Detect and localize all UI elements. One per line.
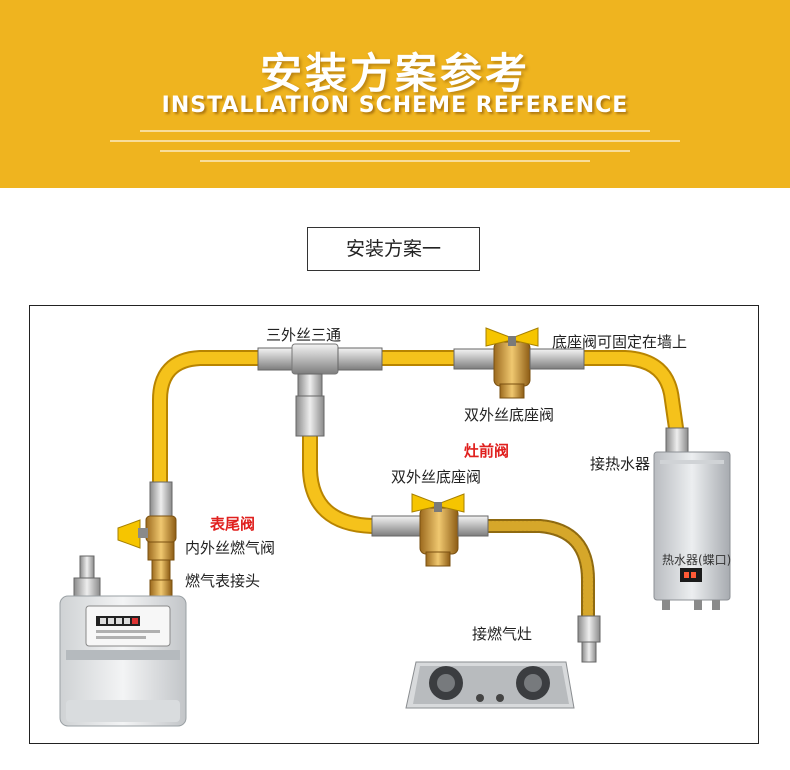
page-title: 安装方案参考 bbox=[259, 49, 530, 98]
decorative-line bbox=[200, 160, 590, 162]
heater-connect-label: 接热水器 bbox=[590, 455, 651, 473]
tee-fitting bbox=[257, 343, 383, 437]
tail-valve-title: 表尾阀 bbox=[210, 515, 256, 533]
meter-connector-label: 燃气表接头 bbox=[185, 572, 261, 590]
decorative-line bbox=[140, 130, 650, 132]
water-heater-icon bbox=[653, 451, 731, 610]
stove-connect-label: 接燃气灶 bbox=[472, 625, 533, 643]
header-banner: 安装方案参考 INSTALLATION SCHEME REFERENCE bbox=[0, 0, 790, 188]
gas-meter-icon bbox=[59, 555, 187, 727]
double-valve-mid-label: 双外丝底座阀 bbox=[391, 468, 482, 486]
gas-stove-icon bbox=[405, 661, 575, 709]
decorative-line bbox=[110, 140, 680, 142]
ball-valve-icon bbox=[117, 481, 177, 597]
heater-connector bbox=[665, 427, 689, 455]
double-valve-top-label: 双外丝底座阀 bbox=[464, 406, 555, 424]
stove-valve-title: 灶前阀 bbox=[464, 442, 510, 460]
decorative-line bbox=[160, 150, 630, 152]
tee-label: 三外丝三通 bbox=[266, 326, 342, 344]
stove-connector bbox=[577, 615, 601, 663]
gas-hose bbox=[152, 350, 684, 623]
tail-valve-label: 内外丝燃气阀 bbox=[185, 539, 276, 557]
ball-valve-icon bbox=[453, 327, 585, 399]
diagram-frame bbox=[29, 305, 759, 744]
page-subtitle: INSTALLATION SCHEME REFERENCE bbox=[161, 93, 629, 118]
wall-mount-note: 底座阀可固定在墙上 bbox=[552, 333, 688, 351]
scheme-title-box: 安装方案一 bbox=[307, 227, 480, 271]
ball-valve-icon bbox=[371, 493, 489, 567]
scheme-title: 安装方案一 bbox=[345, 238, 441, 260]
heater-name: 热水器(蝶口) bbox=[662, 553, 732, 567]
